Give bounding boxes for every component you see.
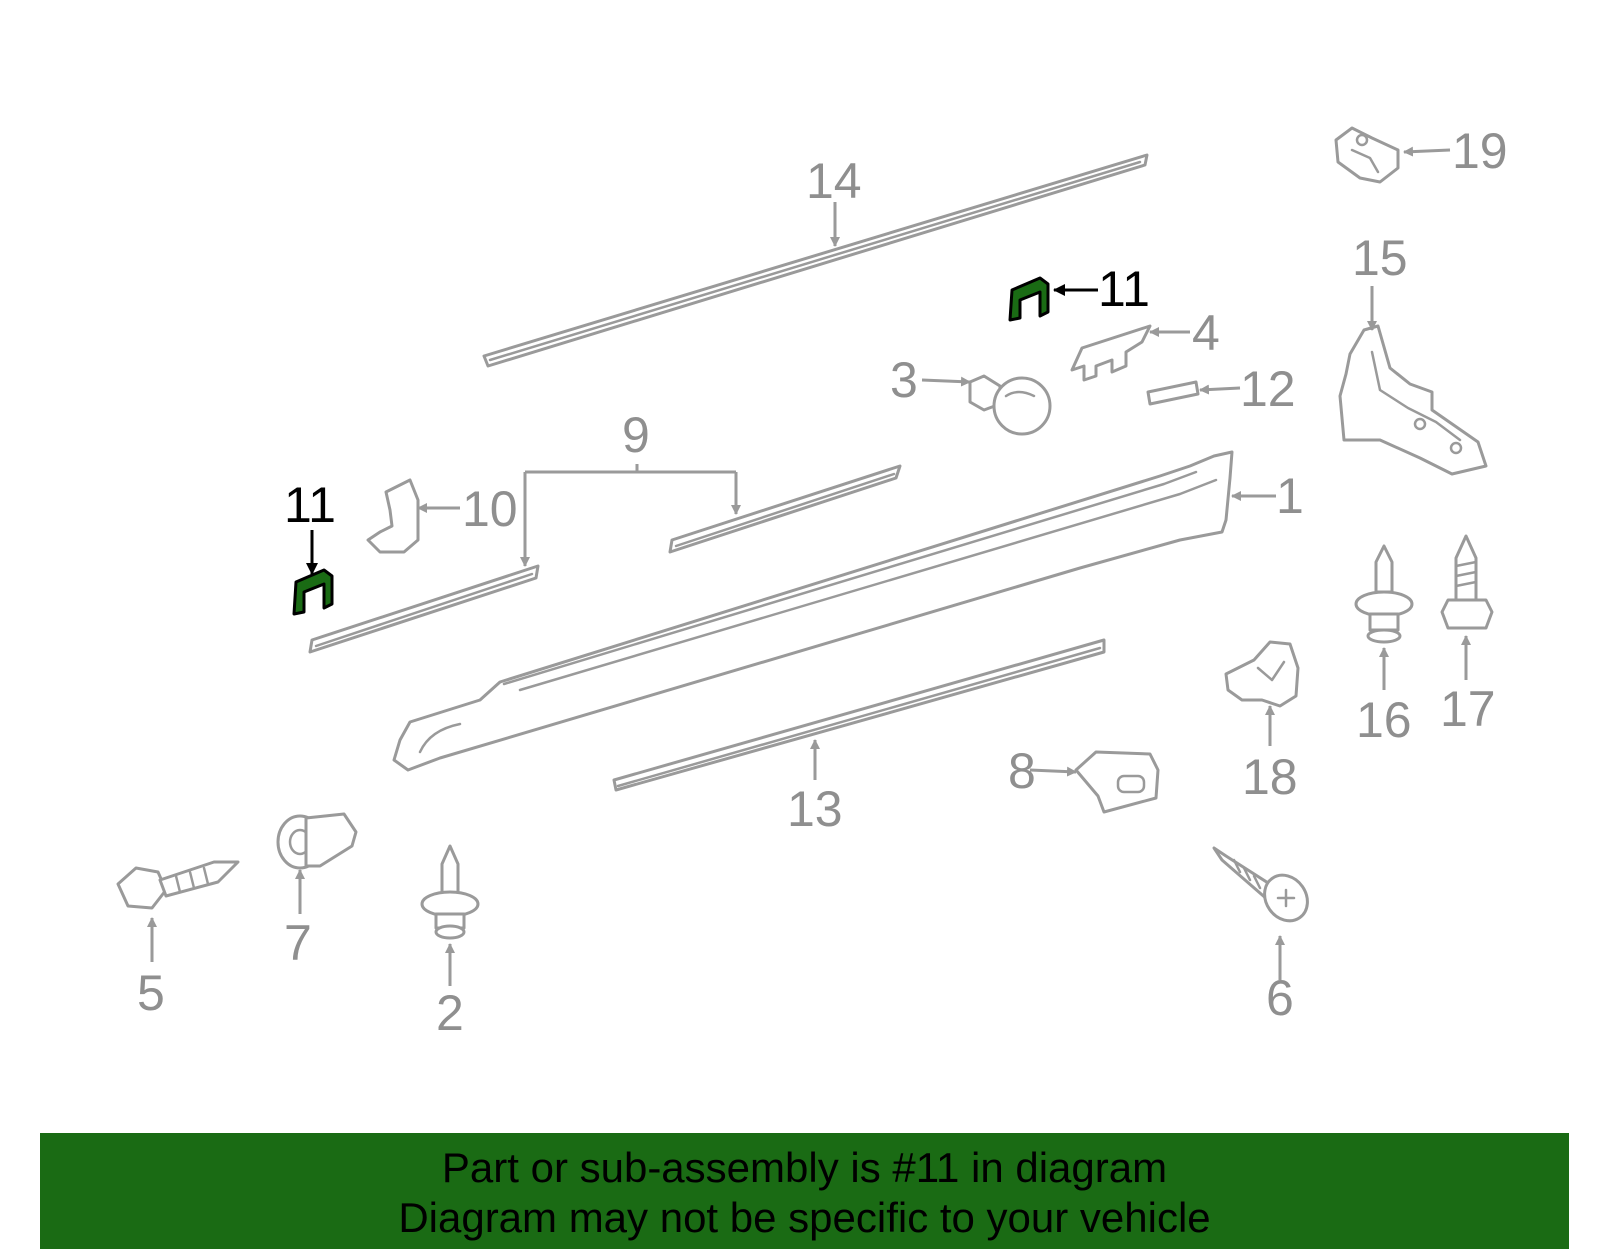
part-9-moulding-rear[interactable] (308, 564, 540, 654)
callout-10: 10 (462, 481, 518, 537)
callout-9: 9 (622, 407, 650, 463)
part-8-grommet[interactable] (1074, 750, 1160, 814)
part-11-clip-left[interactable] (292, 568, 334, 616)
callout-19: 19 (1452, 123, 1508, 179)
callout-11-left: 11 (284, 477, 336, 533)
part-6-screw[interactable] (1212, 846, 1316, 929)
callout-2: 2 (436, 985, 464, 1041)
leader-9 (523, 464, 738, 566)
callout-16: 16 (1356, 692, 1412, 748)
info-banner: Part or sub-assembly is #11 in diagram D… (40, 1133, 1569, 1249)
part-16-clip[interactable] (1354, 544, 1414, 644)
part-5-bolt[interactable] (116, 860, 240, 910)
leader-3 (921, 376, 971, 387)
leader-12 (1199, 384, 1241, 395)
callout-5: 5 (137, 965, 165, 1021)
part-1-rocker-panel[interactable] (392, 450, 1234, 772)
leader-19 (1403, 146, 1451, 157)
callout-8: 8 (1008, 743, 1036, 799)
part-11-clip-right[interactable] (1008, 276, 1050, 322)
leader-8 (1029, 766, 1077, 777)
part-10-end-cap[interactable] (366, 478, 420, 554)
part-12-pad[interactable] (1146, 380, 1200, 406)
part-17-bolt[interactable] (1440, 534, 1494, 630)
callout-6: 6 (1266, 970, 1294, 1026)
callout-14: 14 (806, 153, 862, 209)
part-14-moulding[interactable] (482, 153, 1149, 368)
callout-4: 4 (1192, 305, 1220, 361)
callout-18: 18 (1242, 749, 1298, 805)
callout-1: 1 (1276, 468, 1304, 524)
part-9-moulding-front[interactable] (668, 464, 902, 554)
banner-line-2: Diagram may not be specific to your vehi… (398, 1194, 1211, 1241)
callout-17: 17 (1440, 681, 1496, 737)
banner-line-1: Part or sub-assembly is #11 in diagram (441, 1144, 1168, 1191)
part-2-push-clip[interactable] (420, 844, 480, 940)
part-4-retainer[interactable] (1070, 324, 1152, 382)
part-7-grommet[interactable] (276, 812, 358, 870)
callout-11-right: 11 (1098, 261, 1150, 317)
part-18-push-clip[interactable] (1224, 640, 1300, 708)
part-15-bracket[interactable] (1338, 324, 1488, 476)
callout-7: 7 (284, 915, 312, 971)
part-19-clip-nut[interactable] (1334, 126, 1400, 184)
callout-15: 15 (1352, 230, 1408, 286)
part-13-lower-moulding[interactable] (612, 638, 1106, 792)
part-3-plug[interactable] (968, 374, 1052, 436)
callout-13: 13 (787, 781, 843, 837)
callout-3: 3 (890, 352, 918, 408)
callout-12: 12 (1240, 361, 1296, 417)
